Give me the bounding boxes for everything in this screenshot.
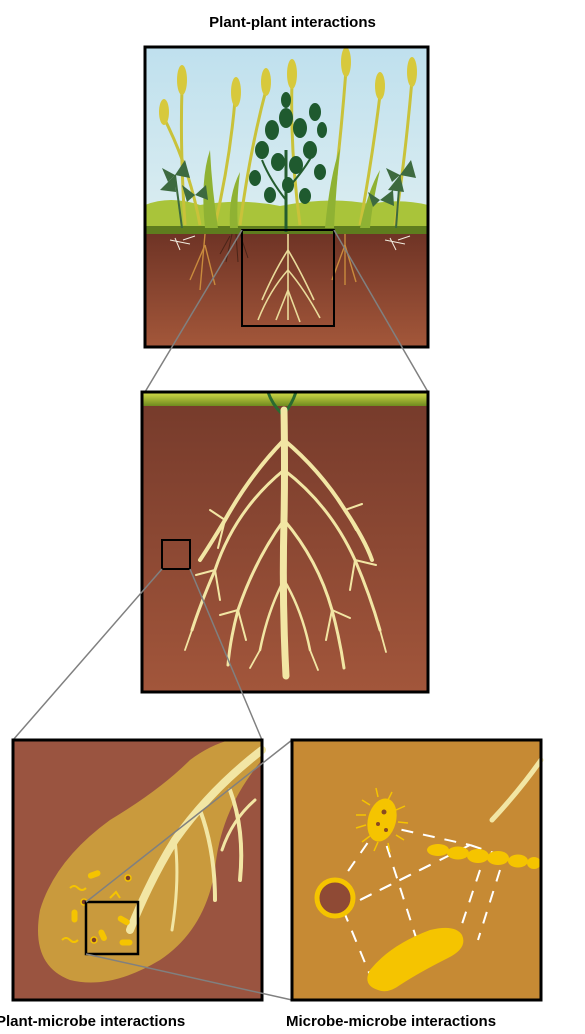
panel-plant-microbe: [13, 740, 262, 1000]
panel-microbe-microbe: [292, 740, 541, 1000]
panel-plant-plant: [145, 47, 428, 347]
panel-root-closeup: [142, 392, 428, 692]
spore-microbe: [317, 880, 353, 916]
